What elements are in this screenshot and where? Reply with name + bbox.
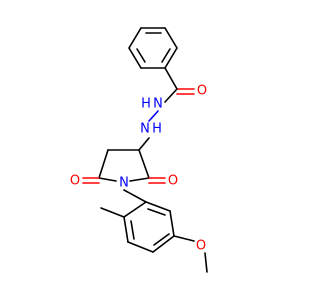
structure-svg: O H N N H N O O O: [70, 27, 208, 273]
imide-oxygen-right-label: O: [168, 174, 178, 189]
methyl-bond: [100, 207, 125, 218]
molecule-diagram: O H N N H N O O O: [69, 27, 208, 273]
bond: [138, 137, 150, 151]
bond: [128, 47, 142, 69]
n-n-bond: [148, 110, 159, 122]
ether-oxygen-label: O: [196, 239, 206, 254]
nitrogen-label: N: [153, 97, 163, 112]
bond: [128, 27, 142, 49]
aromatic-inner-bond: [130, 220, 135, 240]
aromatic-inner-bond: [153, 233, 170, 246]
succinimide-ring: [82, 149, 166, 203]
hydrogen-label: H: [152, 122, 162, 137]
bond: [164, 88, 178, 103]
bond: [123, 189, 147, 203]
hydrazide-chain: [138, 67, 195, 151]
bond: [152, 235, 175, 253]
aryl-ring: [100, 201, 208, 273]
imide-nitrogen-label: N: [119, 176, 129, 191]
bond: [164, 67, 178, 90]
nitrogen-label: N: [140, 122, 150, 137]
hydrogen-label: H: [141, 97, 151, 112]
bond: [123, 216, 129, 243]
bond: [129, 177, 150, 182]
bond: [127, 241, 154, 253]
bond: [164, 27, 178, 49]
bond: [164, 47, 178, 69]
aromatic-inner-bond: [147, 208, 166, 216]
bond: [138, 149, 150, 179]
carbonyl-oxygen-label: O: [197, 84, 207, 99]
aromatic-inner-bond: [161, 48, 171, 63]
bond: [123, 201, 147, 218]
bond: [204, 252, 208, 273]
imide-oxygen-left-label: O: [70, 174, 80, 189]
aromatic-inner-bond: [136, 48, 146, 63]
bond: [145, 201, 171, 212]
benzoyl-ring: [128, 27, 178, 69]
bond: [169, 210, 175, 237]
bond: [173, 235, 195, 242]
bond: [98, 149, 109, 179]
bond: [98, 177, 117, 182]
